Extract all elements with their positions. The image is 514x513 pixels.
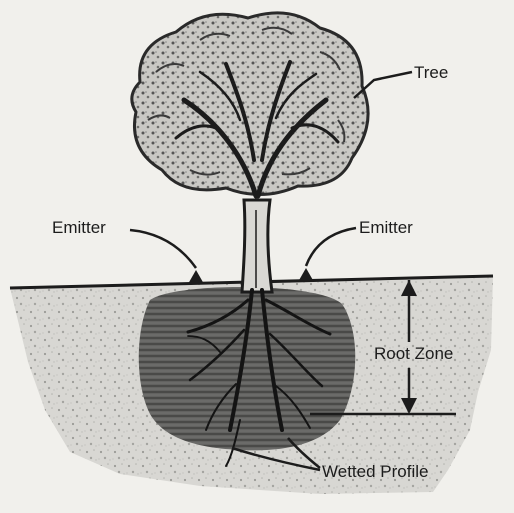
emitter-right — [298, 268, 314, 282]
emitter-right-label: Emitter — [359, 219, 413, 236]
tree-label: Tree — [414, 64, 448, 81]
wetted-profile-label: Wetted Profile — [322, 463, 428, 480]
emitter-left-label: Emitter — [52, 219, 106, 236]
wetted-profile-zone — [139, 287, 356, 450]
tree-canopy — [132, 13, 368, 195]
root-zone-label: Root Zone — [374, 345, 453, 362]
emitter-left — [188, 270, 204, 284]
emitter-left-leader — [130, 230, 196, 268]
emitter-right-leader — [306, 228, 356, 266]
tree-trunk — [242, 200, 272, 292]
